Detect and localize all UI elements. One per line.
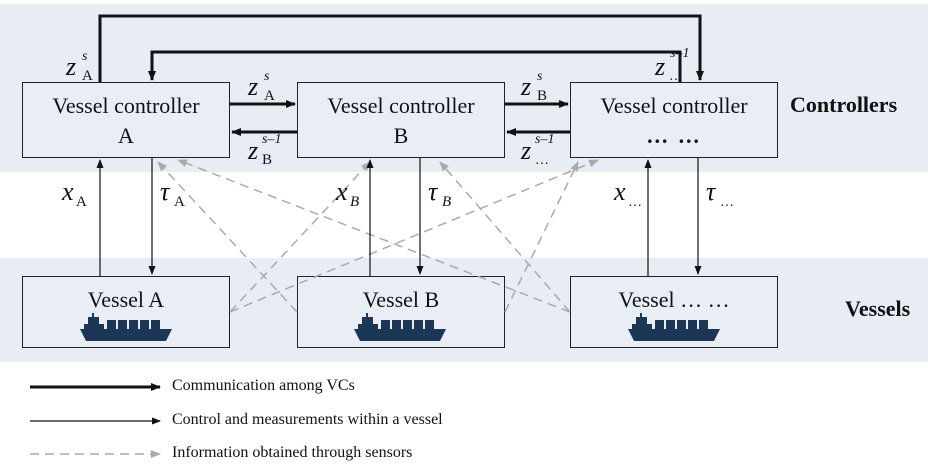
vessels-group-label: Vessels — [845, 296, 911, 321]
svg-text:B: B — [350, 194, 359, 210]
svg-text:A: A — [264, 88, 275, 104]
svg-text:…: … — [628, 195, 642, 210]
label-z-b-to-a: z — [247, 136, 258, 165]
label-x-a: x — [61, 177, 74, 206]
svg-text:…: … — [720, 195, 734, 210]
vessel-controller-n-id: … … — [646, 123, 702, 148]
svg-text:s: s — [82, 49, 88, 64]
svg-text:s–1: s–1 — [670, 46, 689, 61]
vessel-controller-a-id: A — [118, 123, 134, 148]
label-z-top-left: z — [65, 52, 76, 81]
sensor-link-b-to-ctrl-a — [157, 161, 298, 313]
vessel-controller-b-title: Vessel controller — [327, 93, 475, 118]
svg-text:A: A — [76, 194, 87, 210]
vessel-controller-a-title: Vessel controller — [52, 93, 200, 118]
label-z-b-to-n: z — [520, 72, 531, 101]
comm-n-to-a-loop — [148, 50, 682, 82]
label-z-n-to-b: z — [520, 136, 531, 165]
vessel-a[interactable]: Vessel A — [22, 276, 230, 348]
vessel-controller-b-id: B — [393, 123, 409, 148]
label-tau-n: τ — [706, 177, 717, 206]
vessel-controller-a[interactable]: Vessel controller A — [22, 82, 230, 158]
legend-communication: Communication among VCs — [172, 377, 355, 394]
sensor-link-a-to-ctrl-n — [229, 159, 599, 313]
svg-text:s: s — [264, 69, 270, 84]
svg-text:…: … — [669, 69, 683, 84]
svg-text:B: B — [537, 88, 547, 104]
sensor-link-a-to-ctrl-b — [229, 161, 371, 313]
label-x-b: x — [335, 177, 348, 206]
ship-icon-a — [80, 313, 172, 341]
svg-text:s–1: s–1 — [535, 132, 554, 147]
svg-text:s: s — [537, 69, 543, 84]
comm-a-to-n-loop — [98, 14, 704, 82]
svg-text:B: B — [442, 194, 451, 210]
vessel-controller-n-title: Vessel controller — [600, 93, 748, 118]
vessel-a-label: Vessel A — [87, 287, 165, 312]
label-x-n: x — [613, 177, 626, 206]
label-tau-b: τ — [428, 177, 439, 206]
controllers-group-label: Controllers — [790, 92, 898, 117]
vessel-controller-b[interactable]: Vessel controller B — [297, 82, 505, 158]
legend-control-measurement: Control and measurements within a vessel — [172, 411, 443, 428]
sensor-link-n-to-ctrl-b — [439, 161, 571, 313]
svg-text:s–1: s–1 — [262, 132, 281, 147]
ship-icon-b — [354, 313, 446, 341]
svg-text:B: B — [262, 152, 272, 168]
ship-icon-n — [628, 313, 720, 341]
vessel-controller-n[interactable]: Vessel controller … … — [570, 82, 778, 158]
svg-text:…: … — [535, 153, 549, 168]
vessel-n-label: Vessel … … — [618, 287, 730, 312]
svg-text:A: A — [82, 68, 93, 84]
vessel-b-label: Vessel B — [362, 287, 440, 312]
label-z-top-right: z — [654, 52, 665, 81]
label-z-a-to-b: z — [247, 72, 258, 101]
svg-text:A: A — [174, 194, 185, 210]
label-tau-a: τ — [160, 177, 171, 206]
legend-sensor-info: Information obtained through sensors — [172, 444, 413, 461]
sensor-link-b-to-ctrl-n — [504, 161, 579, 313]
sensor-link-n-to-ctrl-a — [177, 159, 571, 313]
